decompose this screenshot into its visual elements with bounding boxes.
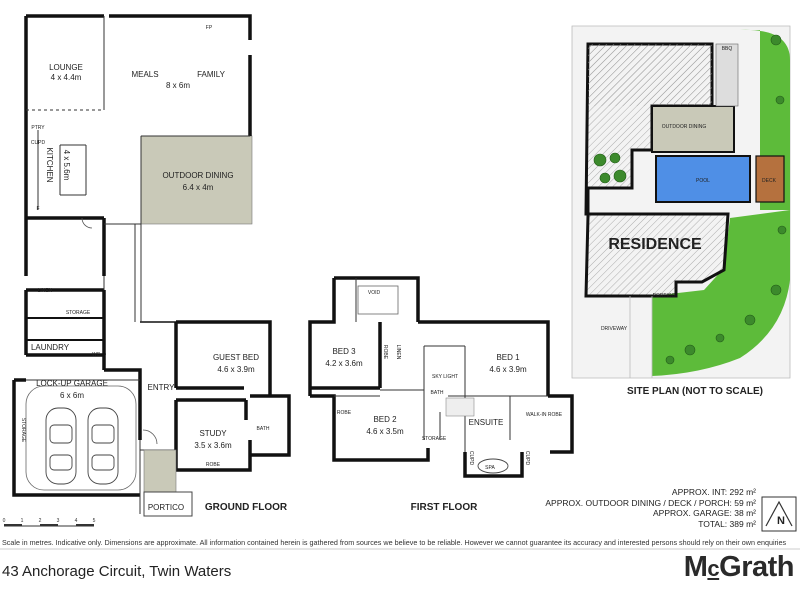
bath-first-label: BATH	[431, 390, 444, 396]
scale-tick-5: 5	[93, 518, 96, 524]
kitchen-size: 4 x 5.6m	[62, 150, 71, 181]
ground-walls	[12, 14, 291, 497]
shrubs	[593, 34, 787, 365]
car-right	[87, 407, 119, 485]
linen-ground-label: LINEN	[38, 288, 53, 294]
garage-size: 6 x 6m	[60, 391, 84, 400]
lounge-label: LOUNGE	[49, 63, 83, 72]
walk-in-robe-label: WALK-IN ROBE	[526, 412, 563, 418]
deck-label: DECK	[762, 178, 777, 184]
brand-m: M	[683, 551, 708, 583]
robe-bed2-label: ROBE	[337, 410, 352, 416]
garage-label: LOCK-UP GARAGE	[36, 379, 108, 388]
bed3-size: 4.2 x 3.6m	[325, 359, 363, 368]
scale-bar: 0 1 2 3 4 5	[3, 518, 96, 527]
ptry-label: PTRY	[31, 125, 45, 131]
cupd-first-b-label: CUPD	[524, 451, 530, 466]
bed2-size: 4.6 x 3.5m	[366, 427, 404, 436]
site-plan: RESIDENCE OUTDOOR DINING POOL DECK BBQ P…	[571, 25, 791, 397]
outdoor-dining-size: 6.4 x 4m	[183, 183, 214, 192]
ground-floor-title: GROUND FLOOR	[205, 502, 288, 513]
wc-label: WC	[92, 352, 101, 358]
area-garage: APPROX. GARAGE: 38 m²	[653, 508, 756, 519]
disclaimer-text: Scale in metres. Indicative only. Dimens…	[2, 538, 787, 547]
ground-floor-plan: LOUNGE 4 x 4.4m MEALS 8 x 6m FAMILY FP P…	[12, 14, 291, 517]
cupd-label: CUPD	[31, 140, 46, 146]
scale-tick-2: 2	[39, 518, 42, 524]
outdoor-dining-area	[140, 135, 253, 225]
ensuite-label: ENSUITE	[469, 418, 504, 427]
sky-light-label: SKY LIGHT	[432, 374, 458, 380]
deck	[755, 155, 785, 203]
first-floor-plan: VOID BED 3 4.2 x 3.6m ROBE LINEN BED 2 4…	[308, 276, 574, 513]
outdoor-dining-label: OUTDOOR DINING	[162, 171, 233, 180]
storage-first-label: STORAGE	[422, 436, 447, 442]
linen-first-label: LINEN	[395, 345, 401, 360]
car-left	[45, 407, 77, 485]
stair-void	[357, 285, 399, 315]
brand-c: c	[707, 556, 720, 581]
area-summary: APPROX. INT: 292 m² APPROX. OUTDOOR DINI…	[545, 487, 756, 529]
kitchen-label: KITCHEN	[45, 147, 54, 182]
portico-tiles	[143, 449, 177, 493]
bed1-label: BED 1	[496, 353, 520, 362]
spa-label: SPA	[485, 465, 495, 471]
area-outdoor: APPROX. OUTDOOR DINING / DECK / PORCH: 5…	[545, 497, 756, 508]
robe-ground-label: ROBE	[206, 462, 221, 468]
void-label: VOID	[368, 290, 381, 296]
garage-floor	[25, 385, 137, 491]
north-label: N	[777, 515, 785, 527]
driveway-label: DRIVEWAY	[601, 326, 628, 332]
fp-label: FP	[206, 25, 213, 31]
site-portico-label: PORTICO	[653, 293, 676, 299]
robe-bed3-label: ROBE	[382, 345, 388, 360]
site-outdoor-dining	[651, 105, 735, 153]
first-floor-title: FIRST FLOOR	[411, 502, 478, 513]
scale-tick-4: 4	[75, 518, 78, 524]
entry-label: ENTRY	[148, 383, 176, 392]
fridge-label: F	[36, 206, 39, 212]
scale-tick-0: 0	[3, 518, 6, 524]
pool	[655, 155, 751, 203]
bed2-label: BED 2	[373, 415, 397, 424]
bath-ground-label: BATH	[257, 426, 270, 432]
meals-label: MEALS	[131, 70, 158, 79]
laundry-label: LAUNDRY	[31, 343, 70, 352]
brand-logo: McGrath	[683, 551, 795, 584]
area-internal: APPROX. INT: 292 m²	[671, 487, 756, 497]
scale-tick-1: 1	[21, 518, 24, 524]
first-walls	[308, 276, 574, 478]
spa-tub	[477, 458, 509, 474]
study-size: 3.5 x 3.6m	[194, 441, 232, 450]
bbq-label: BBQ	[722, 46, 733, 52]
site-plan-title: SITE PLAN (NOT TO SCALE)	[627, 386, 763, 397]
lawn	[652, 29, 790, 376]
bed1-size: 4.6 x 3.9m	[489, 365, 527, 374]
ground-inner-lines	[26, 16, 250, 514]
meals-size: 8 x 6m	[166, 81, 190, 90]
study-label: STUDY	[199, 429, 227, 438]
guest-bed-size: 4.6 x 3.9m	[217, 365, 255, 374]
brand-rest: Grath	[719, 551, 794, 583]
bed3-label: BED 3	[332, 347, 356, 356]
residence-label: RESIDENCE	[608, 236, 702, 253]
lounge-size: 4 x 4.4m	[51, 73, 82, 82]
pool-label: POOL	[696, 178, 710, 184]
area-total: TOTAL: 389 m²	[698, 518, 756, 529]
site-outdoor-dining-label: OUTDOOR DINING	[662, 124, 707, 130]
portico-label: PORTICO	[148, 503, 184, 512]
guest-bed-label: GUEST BED	[213, 353, 259, 362]
storage-ground-label: STORAGE	[66, 310, 91, 316]
property-address: 43 Anchorage Circuit, Twin Waters	[2, 563, 232, 580]
scale-tick-3: 3	[57, 518, 60, 524]
garage-storage-label: STORAGE	[20, 418, 26, 443]
family-label: FAMILY	[197, 70, 226, 79]
cupd-first-a-label: CUPD	[468, 451, 474, 466]
north-arrow-icon: N	[761, 496, 797, 532]
